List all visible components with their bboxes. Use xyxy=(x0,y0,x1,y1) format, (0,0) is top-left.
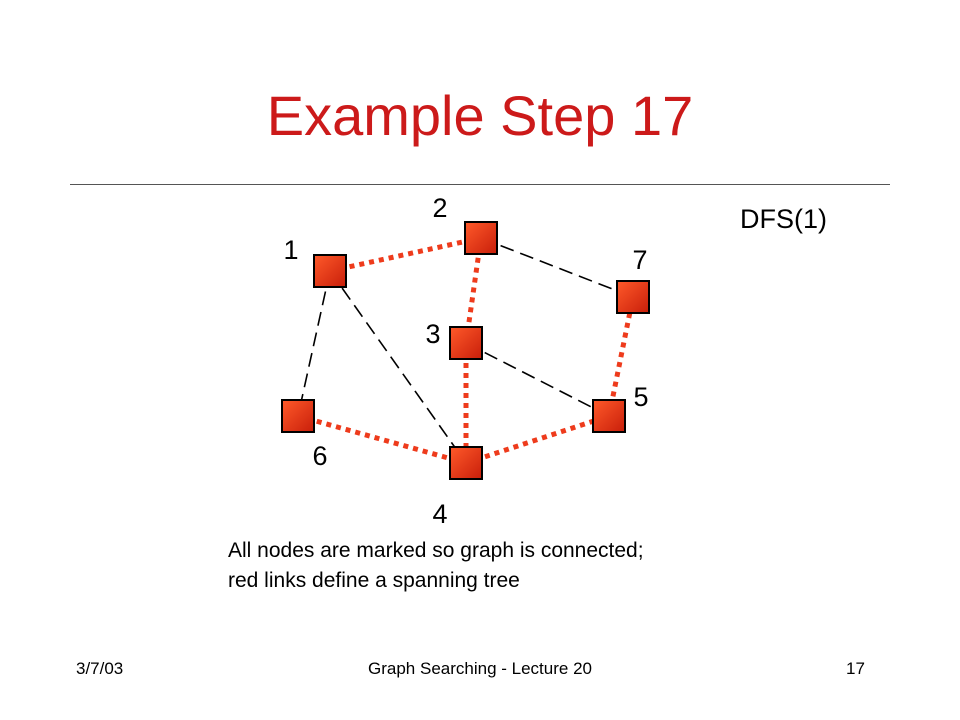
footer-page-number: 17 xyxy=(846,659,865,678)
node-6 xyxy=(281,399,315,433)
graph-nodes xyxy=(281,221,650,480)
node-labels: 1 2 3 4 5 6 7 xyxy=(283,193,648,529)
nontree-edge-3-5 xyxy=(465,342,610,417)
footer-date: 3/7/03 xyxy=(76,659,124,678)
node-label-2: 2 xyxy=(432,193,447,223)
caption-line-1: All nodes are marked so graph is connect… xyxy=(228,539,644,562)
nontree-edge-1-6 xyxy=(297,270,331,417)
node-1 xyxy=(313,254,347,288)
dfs-label: DFS(1) xyxy=(740,204,827,234)
slide-title: Example Step 17 xyxy=(266,84,694,147)
tree-edge-1-2 xyxy=(329,235,482,274)
node-3 xyxy=(449,326,483,360)
node-7 xyxy=(616,280,650,314)
footer-course: Graph Searching - Lecture 20 xyxy=(368,659,592,678)
tree-edge-2-3 xyxy=(463,237,484,344)
tree-edge-4-5 xyxy=(465,413,610,466)
node-4 xyxy=(449,446,483,480)
node-5 xyxy=(592,399,626,433)
caption: All nodes are marked so graph is connect… xyxy=(228,536,644,596)
nontree-edge-1-4 xyxy=(329,270,467,464)
nontree-edge-2-7 xyxy=(480,237,634,298)
node-label-7: 7 xyxy=(632,245,647,275)
tree-edges xyxy=(297,235,636,466)
node-label-3: 3 xyxy=(425,319,440,349)
nontree-edges xyxy=(297,237,634,464)
node-2 xyxy=(464,221,498,255)
node-label-5: 5 xyxy=(633,382,648,412)
caption-line-2: red links define a spanning tree xyxy=(228,569,520,592)
node-label-6: 6 xyxy=(312,441,327,471)
node-label-1: 1 xyxy=(283,235,298,265)
tree-edge-5-7 xyxy=(606,296,636,417)
title-divider xyxy=(70,184,890,185)
node-label-4: 4 xyxy=(432,499,447,529)
